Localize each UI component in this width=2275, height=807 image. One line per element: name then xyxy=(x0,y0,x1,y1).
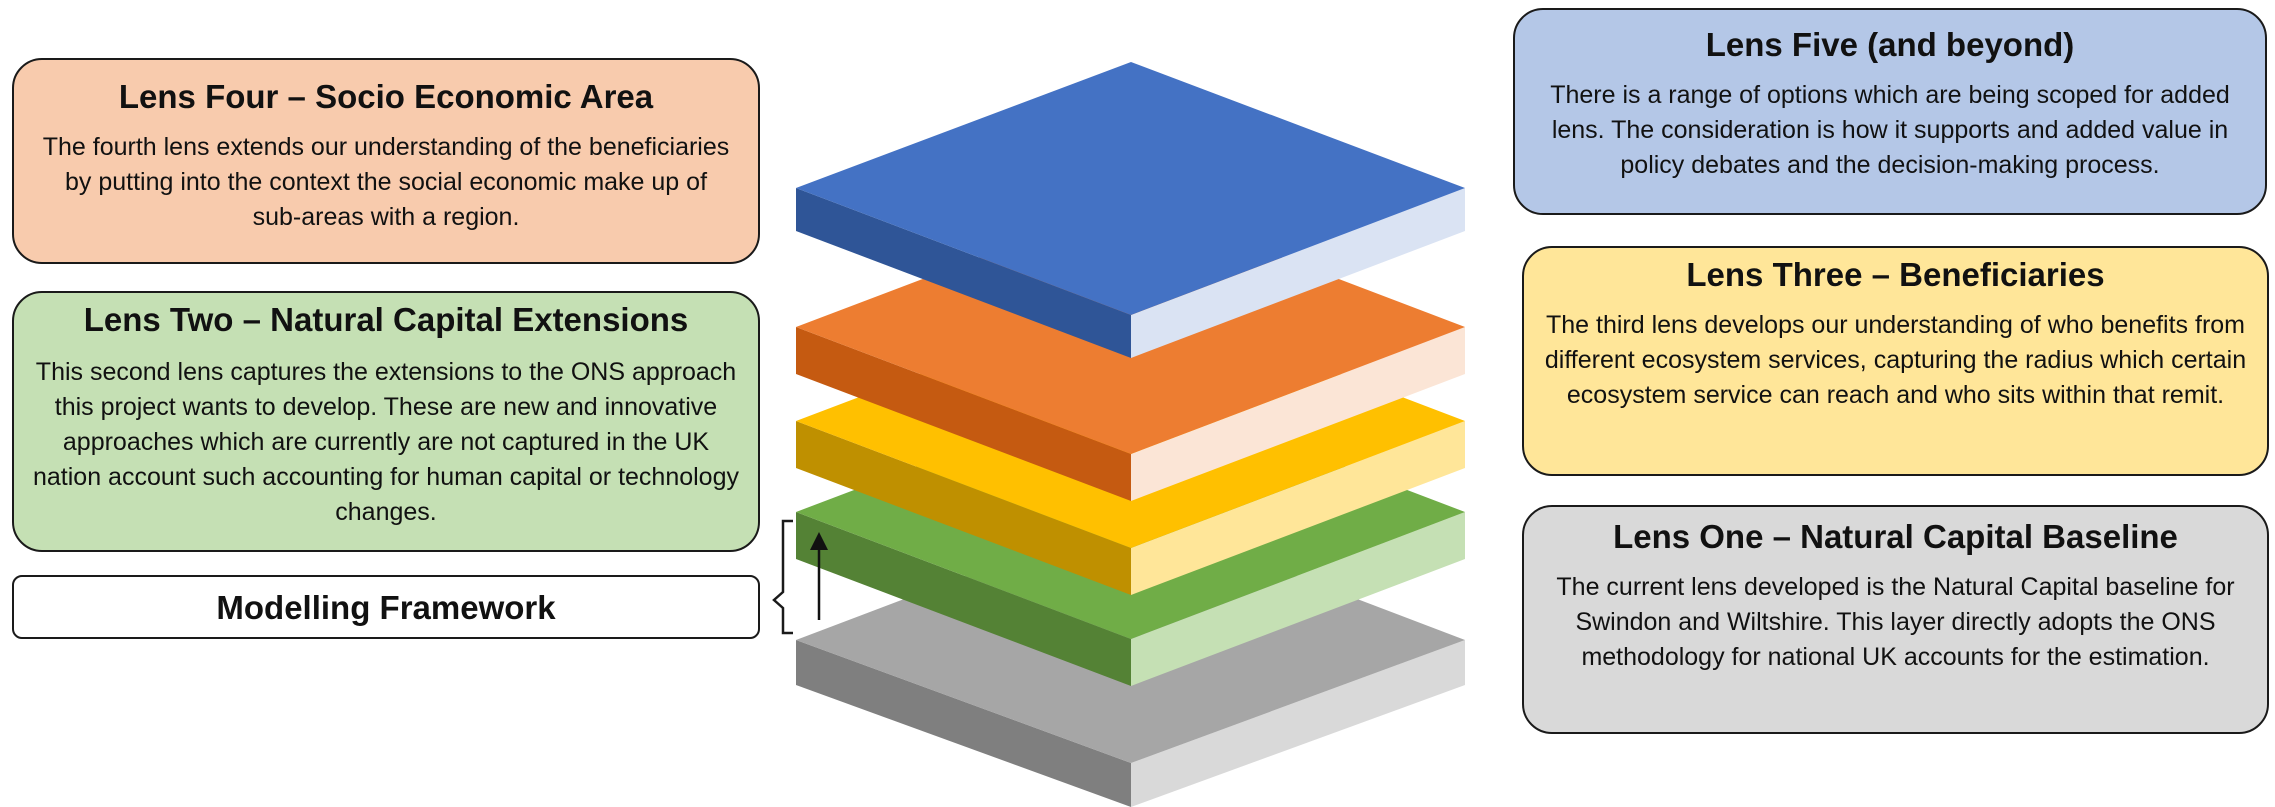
modelling-framework-title: Modelling Framework xyxy=(216,589,556,626)
lens-five-title: Lens Five (and beyond) xyxy=(1705,26,2075,63)
lens-two-box: Lens Two – Natural Capital Extensions Th… xyxy=(12,291,760,552)
lens-five-layer xyxy=(796,62,1465,358)
lens-one-title: Lens One – Natural Capital Baseline xyxy=(1613,518,2178,555)
modelling-framework-box: Modelling Framework xyxy=(12,575,760,639)
lens-one-box: Lens One – Natural Capital Baseline The … xyxy=(1522,505,2269,734)
lens-two-title: Lens Two – Natural Capital Extensions xyxy=(83,301,689,338)
lens-three-body: The third lens develops our understandin… xyxy=(1544,311,2247,409)
lens-three-box: Lens Three – Beneficiaries The third len… xyxy=(1522,246,2269,476)
lens-five-body: There is a range of options which are be… xyxy=(1550,81,2230,179)
lens-four-box: Lens Four – Socio Economic Area The four… xyxy=(12,58,760,264)
modelling-bracket xyxy=(772,519,793,635)
lens-four-title: Lens Four – Socio Economic Area xyxy=(118,78,654,115)
up-arrow-icon xyxy=(810,532,828,620)
lens-four-body: The fourth lens extends our understandin… xyxy=(42,133,730,231)
lens-two-body: This second lens captures the extensions… xyxy=(32,358,739,526)
lens-three-title: Lens Three – Beneficiaries xyxy=(1686,256,2105,293)
lens-one-body: The current lens developed is the Natura… xyxy=(1556,573,2235,671)
lens-five-box: Lens Five (and beyond) There is a range … xyxy=(1513,8,2267,215)
